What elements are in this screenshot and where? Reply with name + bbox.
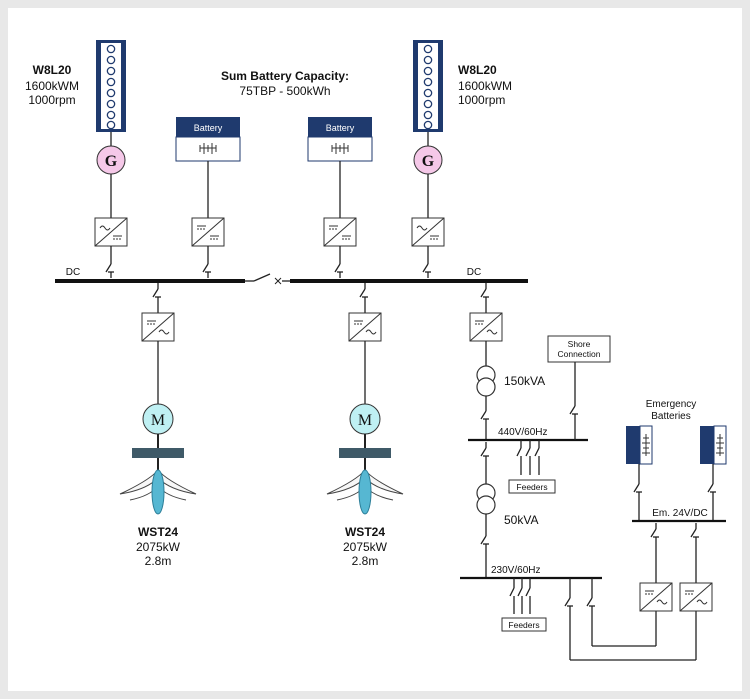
inverter-hotel: [469, 312, 503, 342]
bus-em-24v-label: Em. 24V/DC: [652, 508, 708, 519]
thruster-2-diameter: 2.8m: [352, 554, 379, 568]
converter-gen-1: [94, 217, 128, 247]
battery-summary-title: Sum Battery Capacity:: [221, 69, 349, 83]
emergency-battery-2: [700, 425, 727, 465]
thruster-2-propeller: [326, 434, 404, 515]
transformer-150: [476, 365, 496, 397]
engine-2-cylinders: [423, 44, 433, 130]
diagram-panel: [8, 8, 742, 691]
thruster-1-diameter: 2.8m: [145, 554, 172, 568]
engine-2-power: 1600kWM: [458, 79, 512, 93]
motor-2-label: M: [358, 412, 372, 429]
inverter-thruster-1: [141, 312, 175, 342]
thruster-1-hub: [132, 448, 184, 458]
bus-tie-breaker: [245, 273, 290, 285]
motor-1-label: M: [151, 412, 165, 429]
converter-gen-2: [411, 217, 445, 247]
engine-2-speed: 1000rpm: [458, 93, 505, 107]
thruster-1-power: 2075kW: [136, 540, 181, 554]
engine-2: W8L20 1600kWM 1000rpm: [413, 40, 512, 132]
bus-440v-label: 440V/60Hz: [498, 427, 547, 438]
thruster-2-model: WST24: [345, 525, 385, 539]
dc-bus-left-label: DC: [66, 267, 80, 278]
battery-1-header: [176, 117, 240, 137]
transformer-50-rating: 50kVA: [504, 513, 538, 527]
engine-1-cylinders: [106, 44, 116, 130]
converter-bat-1: [191, 217, 225, 247]
battery-1-label: Battery: [194, 123, 223, 133]
shore-connection-box: [547, 335, 611, 363]
bus-230v-label: 230V/60Hz: [491, 565, 540, 576]
thruster-1-model: WST24: [138, 525, 178, 539]
feeders-230-label: Feeders: [508, 620, 539, 630]
thruster-1-propeller: [119, 434, 197, 515]
engine-1: W8L20 1600kWM 1000rpm: [25, 40, 126, 132]
generator-1-label: G: [105, 153, 118, 170]
generator-2-label: G: [422, 153, 435, 170]
converter-bat-2: [323, 217, 357, 247]
battery-2-label: Battery: [326, 123, 355, 133]
em-converter-2: [679, 582, 713, 612]
emergency-batteries-line1: Emergency: [646, 399, 697, 410]
em-converter-1: [639, 582, 673, 612]
engine-1-power: 1600kWM: [25, 79, 79, 93]
engine-1-model: W8L20: [33, 63, 72, 77]
transformer-150-rating: 150kVA: [504, 374, 545, 388]
thruster-2-hub: [339, 448, 391, 458]
thruster-2-power: 2075kW: [343, 540, 388, 554]
emergency-battery-1: [626, 425, 653, 465]
battery-2: Battery: [307, 117, 373, 162]
engine-2-model: W8L20: [458, 63, 497, 77]
emergency-batteries-line2: Batteries: [651, 411, 690, 422]
feeders-440: Feeders: [508, 440, 556, 494]
dc-bus-right-label: DC: [467, 267, 481, 278]
feeders-230: Feeders: [501, 578, 547, 632]
transformer-50: [476, 483, 496, 515]
battery-summary-value: 75TBP - 500kWh: [239, 84, 330, 98]
battery-1: Battery: [175, 117, 241, 162]
battery-2-header: [308, 117, 372, 137]
engine-1-speed: 1000rpm: [28, 93, 75, 107]
inverter-thruster-2: [348, 312, 382, 342]
feeders-440-label: Feeders: [516, 482, 547, 492]
